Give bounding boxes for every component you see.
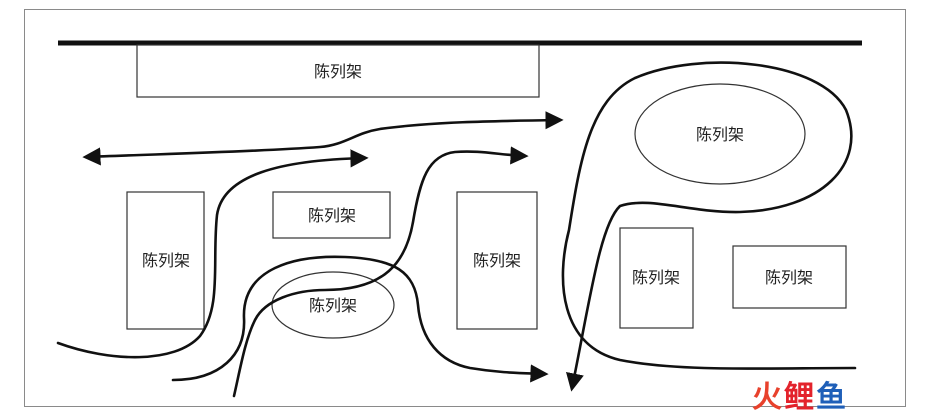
flow-path-right-loop	[561, 61, 857, 392]
shelf-label: 陈列架	[696, 125, 744, 144]
shelf-label: 陈列架	[309, 296, 357, 315]
flow-path-center-loop	[171, 255, 549, 383]
shelf-mid-tall: 陈列架	[456, 191, 538, 330]
shelf-center-oval: 陈列架	[271, 271, 395, 339]
shelf-label: 陈列架	[473, 251, 521, 270]
watermark-char: 鱼	[816, 380, 846, 415]
watermark-logo: 火 鲤 鱼	[752, 372, 846, 416]
shelf-label: 陈列架	[632, 268, 680, 287]
shelf-center-small: 陈列架	[272, 191, 391, 239]
flow-path-top-double-arrow	[82, 111, 564, 166]
shelf-label: 陈列架	[308, 206, 356, 225]
shelf-label: 陈列架	[314, 62, 362, 81]
shelf-right-tall: 陈列架	[619, 227, 694, 329]
flow-path-left-curve	[56, 149, 369, 359]
watermark-char: 鲤	[784, 380, 814, 415]
shelf-label: 陈列架	[765, 268, 813, 287]
shelf-far-right: 陈列架	[732, 245, 847, 309]
diagram-frame	[24, 9, 906, 407]
shelf-right-oval: 陈列架	[634, 83, 806, 185]
shelf-left-tall: 陈列架	[126, 191, 205, 330]
watermark-char: 火	[752, 380, 782, 415]
shelf-label: 陈列架	[142, 251, 190, 270]
shelf-top-wall: 陈列架	[136, 44, 540, 98]
flow-path-mid-curve	[232, 146, 529, 398]
